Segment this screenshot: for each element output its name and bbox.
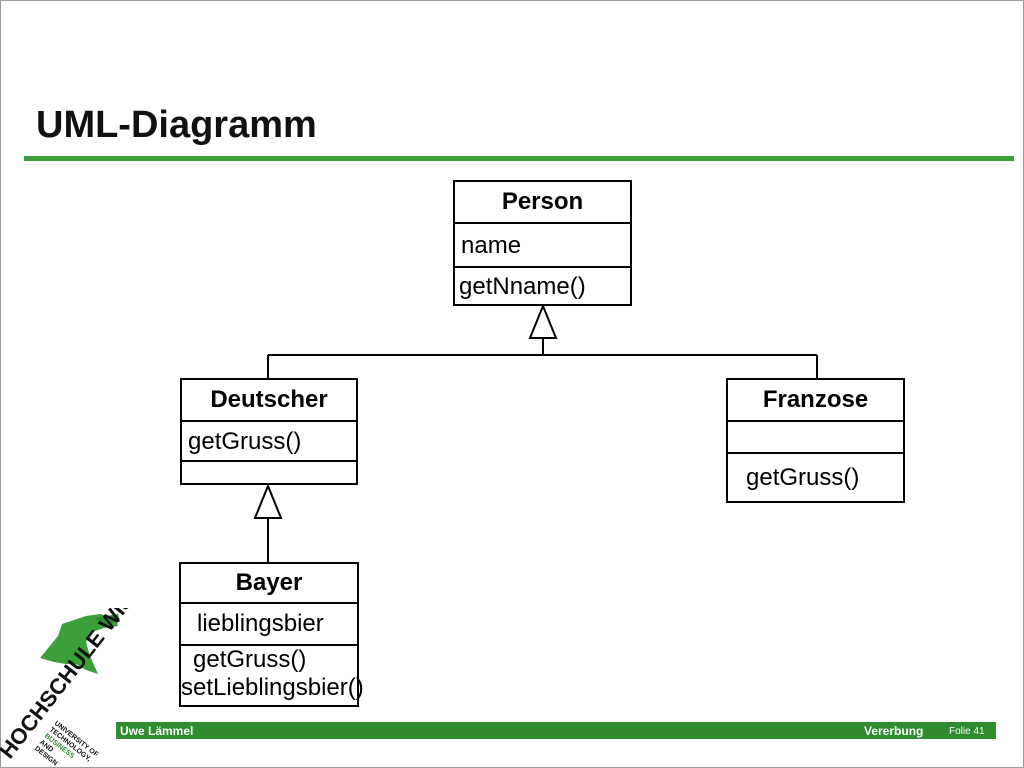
class-person-method: getNname() — [459, 273, 586, 300]
class-bayer-method-getgruss: getGruss() — [193, 646, 307, 673]
slide-title: UML-Diagramm — [36, 104, 317, 146]
class-bayer-name: Bayer — [181, 564, 357, 604]
class-bayer-method-setlieblingsbier: setLieblingsbier() — [181, 674, 364, 701]
class-person-name-text: Person — [501, 188, 584, 215]
class-deutscher-name-text: Deutscher — [210, 386, 328, 413]
class-person-methods: getNname() — [455, 268, 630, 304]
class-franzose-methods: getGruss() — [728, 454, 903, 501]
class-bayer-attributes: lieblingsbier — [181, 604, 357, 646]
class-bayer-attribute: lieblingsbier — [197, 610, 324, 637]
class-bayer-methods: getGruss() setLieblingsbier() — [181, 646, 364, 705]
class-deutscher-attributes: getGruss() — [182, 422, 356, 462]
footer-topic: Vererbung — [864, 724, 924, 738]
title-underline — [24, 156, 1014, 161]
class-person: Person name getNname() — [453, 180, 632, 306]
class-franzose-name: Franzose — [728, 380, 903, 422]
footer-bar — [116, 722, 996, 739]
class-deutscher-name: Deutscher — [182, 380, 356, 422]
logo-figure-icon — [40, 614, 120, 674]
hochschule-wismar-logo: HOCHSCHULE WISMAR UNIVERSITY OF TECHNOLO… — [0, 608, 130, 767]
footer-author: Uwe Lämmel — [120, 724, 194, 738]
class-bayer-name-text: Bayer — [235, 569, 303, 596]
class-person-name: Person — [455, 182, 630, 224]
class-deutscher-methods — [182, 462, 356, 483]
class-deutscher-member: getGruss() — [188, 428, 302, 455]
class-franzose-name-text: Franzose — [762, 386, 869, 413]
class-franzose: Franzose getGruss() — [726, 378, 905, 503]
class-bayer: Bayer lieblingsbier getGruss() setLiebli… — [179, 562, 364, 707]
class-franzose-attributes — [728, 422, 903, 454]
class-person-attribute: name — [461, 232, 522, 259]
class-person-attributes: name — [455, 224, 630, 268]
class-franzose-method: getGruss() — [746, 464, 860, 491]
class-deutscher: Deutscher getGruss() — [180, 378, 358, 485]
footer-slide-number: Folie 41 — [949, 726, 985, 737]
